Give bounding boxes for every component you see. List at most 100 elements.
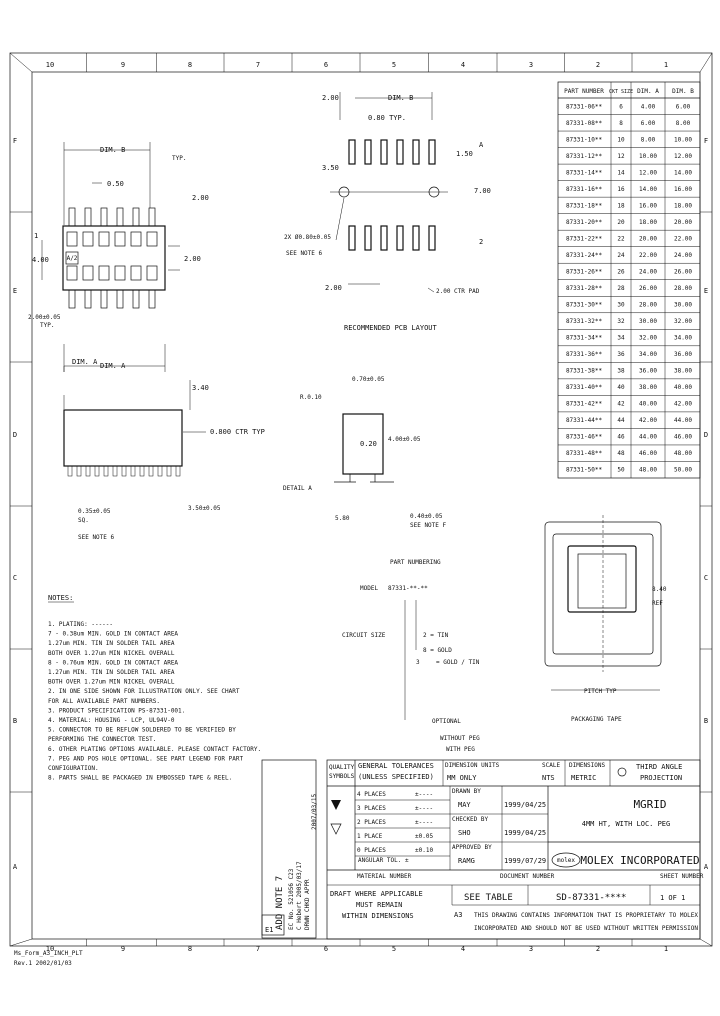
zone-col-top: 2 — [596, 61, 600, 69]
note-line: 1. PLATING: ------ — [48, 621, 113, 628]
pn-model: MODEL — [360, 585, 378, 592]
pcb-title: RECOMMENDED PCB LAYOUT — [344, 324, 438, 332]
table-cell: 34 — [617, 335, 625, 342]
tb-drawn-date: 1999/04/25 — [504, 801, 546, 809]
table-cell: 30.00 — [674, 302, 692, 309]
front-sq: SQ. — [78, 517, 89, 524]
table-cell: 16 — [617, 186, 625, 193]
tb-unless: (UNLESS SPECIFIED) — [358, 773, 434, 781]
zone-col-top: 8 — [188, 61, 192, 69]
zone-col-bottom: 10 — [46, 945, 54, 953]
hdr-ckt-size: CKT SIZE — [609, 89, 633, 95]
tb-approved-by: APPROVED BY — [452, 844, 492, 851]
rev-value: E1 — [265, 926, 273, 934]
table-cell: 28 — [617, 285, 625, 292]
dim-200c: 2.00±0.05 — [28, 314, 61, 321]
tb-drawn: MAY — [458, 801, 471, 809]
pcb-dim-200b: 2.00 — [325, 284, 342, 292]
note-line: FOR ALL AVAILABLE PART NUMBERS. — [48, 698, 160, 705]
table-cell: 50.00 — [674, 467, 692, 474]
front-pin — [139, 465, 145, 477]
note-line: BOTH OVER 1.27um MIN NICKEL OVERALL — [48, 679, 175, 686]
front-pin — [85, 465, 91, 477]
pcb-pad-bottom — [412, 225, 420, 251]
rev-text1: C Hebert 2005/03/17 — [296, 861, 303, 930]
front-view: 3.40 0.800 CTR TYP DIM. A 0.35±0.05 SQ. … — [63, 358, 265, 541]
tb-angular: ANGULAR TOL. ± — [358, 857, 409, 864]
front-see-note: SEE NOTE 6 — [78, 534, 115, 541]
housing-outline — [62, 225, 166, 291]
zone-row-right: B — [704, 717, 708, 725]
tb-quality: QUALITY — [329, 764, 355, 771]
pin-top — [116, 207, 124, 227]
table-cell: 6.00 — [676, 103, 691, 110]
pn-c2: 8 = GOLD — [423, 647, 452, 654]
tb-doc: SD-87331-**** — [556, 893, 626, 903]
tb-checked: SHO — [458, 829, 471, 837]
pin-bottom — [84, 289, 92, 309]
format-label: Ms_Form_A3_INCH_PLT — [14, 950, 83, 957]
table-cell: 14.00 — [674, 169, 692, 176]
zone-col-bottom: 6 — [324, 945, 328, 953]
detail-dim-5: 0.40±0.05 — [410, 513, 443, 520]
table-cell: 26.00 — [674, 268, 692, 275]
detail-view: 0.70±0.05 R.0.10 0.20 4.00±0.05 DETAIL A… — [283, 376, 447, 529]
pocket-ref2: REF — [652, 600, 663, 607]
table-cell: 24.00 — [674, 252, 692, 259]
table-cell: 14.00 — [639, 186, 657, 193]
table-cell: 28.00 — [674, 285, 692, 292]
pcb-pad-bottom — [364, 225, 372, 251]
dim-a-label: DIM. A — [100, 362, 126, 370]
zone-col-bottom: 5 — [392, 945, 396, 953]
table-cell: 87331-40** — [566, 384, 603, 391]
zone-col-bottom: 3 — [529, 945, 533, 953]
note-line: BOTH OVER 1.27um MIN NICKEL OVERALL — [48, 650, 175, 657]
table-cell: 26.00 — [639, 285, 657, 292]
zone-col-bottom: 8 — [188, 945, 192, 953]
pn-code: 87331-**-** — [388, 585, 428, 592]
front-dim-340: 3.40 — [192, 384, 209, 392]
top-view: A/2 DIM. B TYP. 0.50 2.00 4.00 1 2.00 2.… — [28, 142, 209, 372]
tol-place: 3 PLACES — [357, 805, 386, 812]
pcb-hole-note: SEE NOTE 6 — [286, 250, 323, 257]
tb-checked-by: CHECKED BY — [452, 816, 489, 823]
table-cell: 12 — [617, 153, 625, 160]
tb-must: MUST REMAIN — [356, 901, 402, 909]
pn-c1: 2 = TIN — [423, 632, 449, 639]
note-line: 7. PEG AND POS HOLE OPTIONAL. SEE PART L… — [48, 755, 243, 762]
tb-a3: A3 — [454, 911, 462, 919]
tb-logo: molex — [557, 857, 575, 864]
table-cell: 6.00 — [641, 120, 656, 127]
table-cell: 46.00 — [639, 450, 657, 457]
table-cell: 10.00 — [639, 153, 657, 160]
tb-title1: MGRID — [633, 798, 666, 811]
molex-logo — [551, 852, 581, 868]
note-line: 6. OTHER PLATING OPTIONS AVAILABLE. PLEA… — [48, 746, 261, 753]
table-cell: 30.00 — [639, 318, 657, 325]
front-pin — [166, 465, 172, 477]
third-angle-icon — [617, 767, 627, 777]
table-cell: 10 — [617, 136, 625, 143]
front-dim-035: 0.35±0.05 — [78, 508, 111, 515]
tb-within: WITHIN DIMENSIONS — [342, 912, 414, 920]
pcb-pad-top — [364, 139, 372, 165]
tb-metric: METRIC — [571, 774, 596, 782]
zone-col-bottom: 1 — [664, 945, 668, 953]
zone-row-right: D — [704, 431, 708, 439]
table-cell: 32.00 — [674, 318, 692, 325]
tb-dims2: DIMENSIONS — [569, 762, 606, 769]
contact-cavity — [66, 265, 78, 281]
contact-cavity — [130, 265, 142, 281]
pcb-pad-top — [428, 139, 436, 165]
pcb-dim-080: 0.80 TYP. — [368, 114, 406, 122]
table-cell: 40.00 — [639, 401, 657, 408]
tb-dims: DIMENSION UNITS — [445, 762, 500, 769]
table-cell: 20 — [617, 219, 625, 226]
table-cell: 36.00 — [639, 368, 657, 375]
front-pin — [76, 465, 82, 477]
table-cell: 87331-10** — [566, 136, 603, 143]
marker-label: A/2 — [67, 255, 78, 262]
front-housing — [63, 409, 183, 467]
